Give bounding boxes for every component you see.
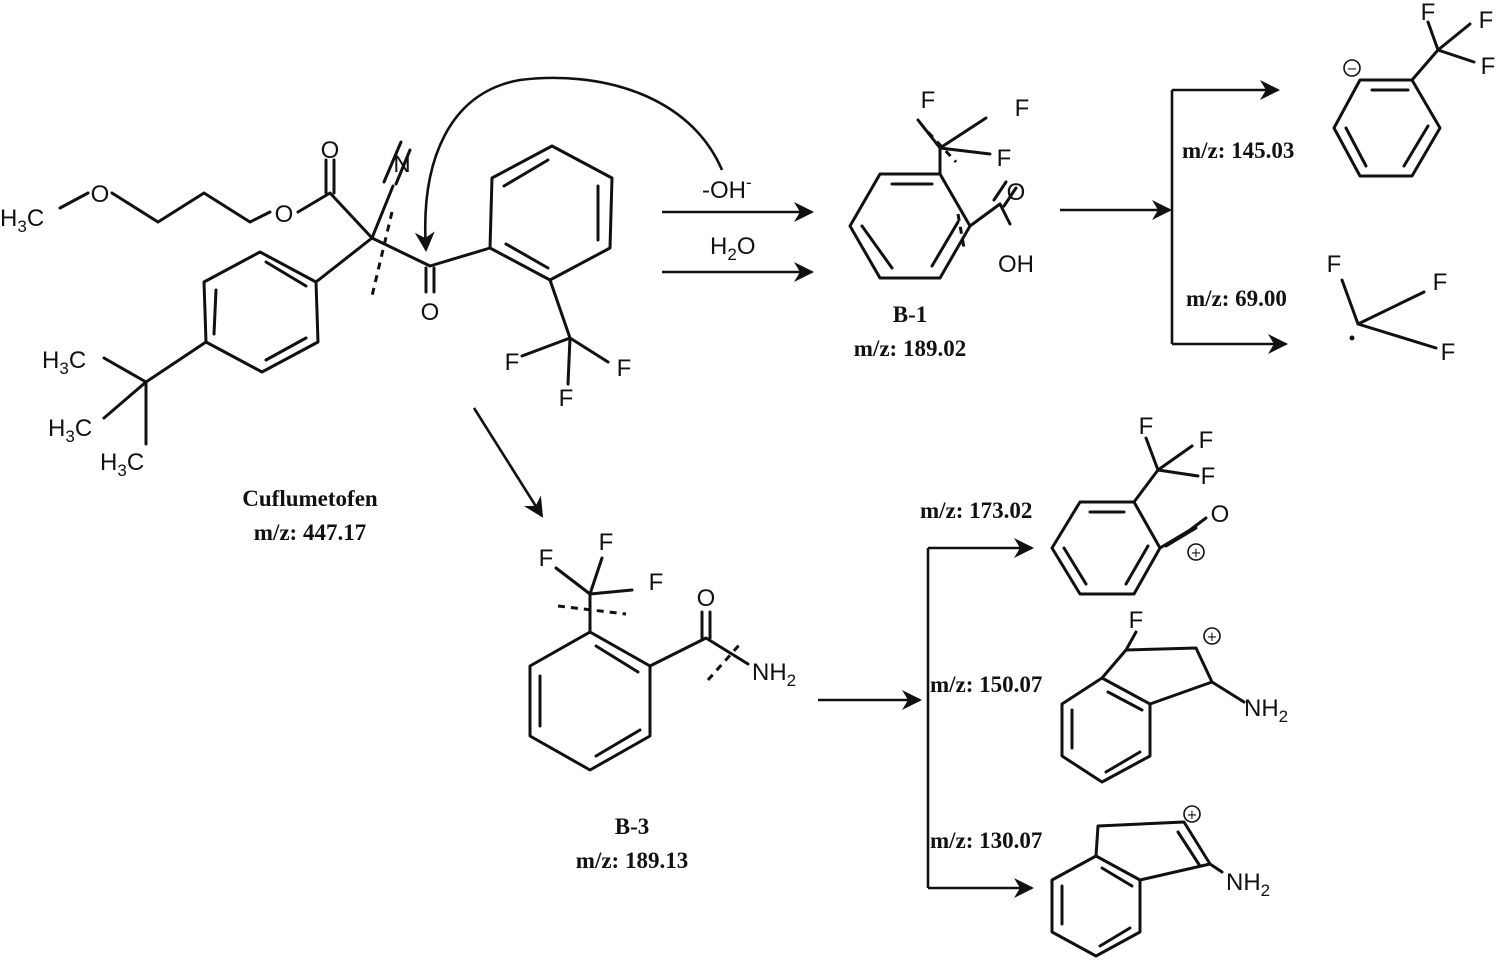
fragment-69-fluorine-label: F bbox=[1327, 251, 1342, 278]
fragment-145-label: m/z: 145.03 bbox=[1182, 138, 1294, 163]
fragment-145-fluorine-label: F bbox=[1479, 7, 1494, 34]
positive-charge-icon: + bbox=[1207, 630, 1218, 645]
fragment-130-amine-label: NH2 bbox=[1226, 869, 1270, 900]
b1-fluorine-label: F bbox=[997, 145, 1012, 172]
hydroxide-attack-arrow bbox=[414, 76, 724, 252]
tbutyl-methyl-label-1: H3C bbox=[42, 347, 86, 378]
fragment-130-label: m/z: 130.07 bbox=[930, 828, 1042, 853]
b1-name: B-1 bbox=[893, 302, 928, 327]
b1-fluorine-label: F bbox=[921, 87, 936, 114]
fluorine-label: F bbox=[559, 385, 574, 412]
positive-charge-icon: + bbox=[1187, 808, 1198, 823]
ester-oxygen-label: O bbox=[275, 201, 294, 228]
positive-charge-icon: + bbox=[1191, 546, 1202, 561]
fragment-69-fluorine-label: F bbox=[1433, 269, 1448, 296]
ketone-oxygen-label: O bbox=[421, 299, 440, 326]
fragment-145-structure: − F F F bbox=[1332, 0, 1496, 178]
fragment-173-structure: + F F F O bbox=[1050, 413, 1230, 596]
radical-dot-icon bbox=[1349, 335, 1355, 341]
fragment-173-fluorine-label: F bbox=[1201, 463, 1216, 490]
ether-oxygen-label: O bbox=[91, 181, 110, 208]
b3-mz: m/z: 189.13 bbox=[576, 848, 688, 873]
fragment-173-fluorine-label: F bbox=[1199, 427, 1214, 454]
fluorine-label: F bbox=[505, 349, 520, 376]
negative-charge-icon: − bbox=[1347, 62, 1358, 77]
parent-name: Cuflumetofen bbox=[242, 486, 378, 511]
b3-carbonyl-oxygen-label: O bbox=[697, 585, 716, 612]
fragment-150-fluorine-label: F bbox=[1129, 607, 1144, 634]
arrow-to-b3 bbox=[472, 407, 544, 518]
b1-mz: m/z: 189.02 bbox=[854, 336, 966, 361]
fragment-69-fluorine-label: F bbox=[1441, 339, 1456, 366]
b3-name: B-3 bbox=[615, 814, 650, 839]
nitrile-nitrogen-label: N bbox=[393, 151, 410, 178]
tbutyl-methyl-label-3: H3C bbox=[100, 449, 144, 480]
fragment-173-fluorine-label: F bbox=[1139, 413, 1154, 440]
b3-fluorine-label: F bbox=[599, 529, 614, 556]
b1-structure: F F F O OH bbox=[848, 87, 1034, 280]
fragment-69-label: m/z: 69.00 bbox=[1186, 286, 1287, 311]
fragment-130-structure: + NH2 bbox=[1050, 805, 1270, 958]
fluorine-label: F bbox=[617, 355, 632, 382]
fragment-150-structure: + F NH2 bbox=[1060, 607, 1288, 784]
fragment-145-fluorine-label: F bbox=[1481, 53, 1496, 80]
b3-amine-label: NH2 bbox=[752, 659, 796, 690]
methyl-label: H3C bbox=[0, 205, 44, 236]
b1-hydroxyl-label: OH bbox=[998, 251, 1034, 278]
cuflumetofen-structure: O O O N O H3C H3C H3C H3C F F F bbox=[0, 137, 631, 480]
b1-fluorine-label: F bbox=[1015, 95, 1030, 122]
fragment-145-fluorine-label: F bbox=[1421, 0, 1436, 26]
fragment-173-oxygen-label: O bbox=[1211, 501, 1230, 528]
hydroxide-label: -OH- bbox=[702, 173, 752, 204]
fragment-69-structure: F F F bbox=[1327, 251, 1456, 366]
fragment-150-label: m/z: 150.07 bbox=[930, 672, 1042, 697]
b1-carbonyl-oxygen-label: O bbox=[1007, 179, 1026, 206]
parent-mz: m/z: 447.17 bbox=[254, 520, 366, 545]
water-label: H2O bbox=[710, 233, 755, 264]
b3-fluorine-label: F bbox=[539, 545, 554, 572]
fragment-173-label: m/z: 173.02 bbox=[920, 498, 1032, 523]
b3-structure: F F F O NH2 bbox=[528, 529, 796, 772]
carbonyl-oxygen-label: O bbox=[321, 137, 340, 164]
tbutyl-methyl-label-2: H3C bbox=[48, 415, 92, 446]
b3-fluorine-label: F bbox=[649, 569, 664, 596]
fragment-150-amine-label: NH2 bbox=[1244, 695, 1288, 726]
